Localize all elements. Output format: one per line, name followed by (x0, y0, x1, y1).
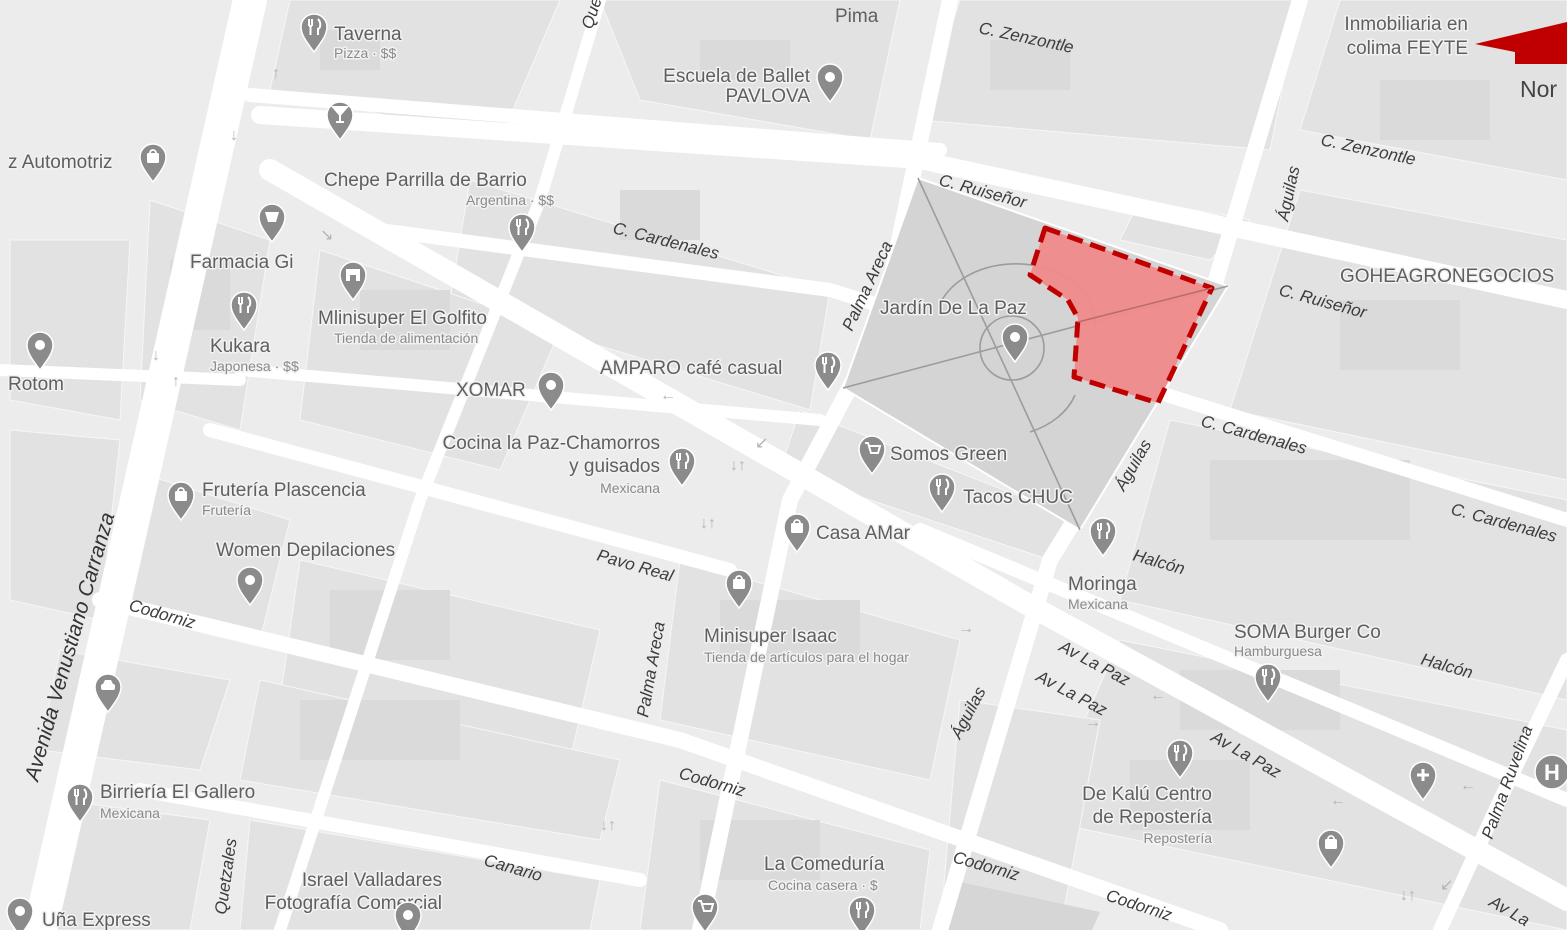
north-label: Nor (1520, 76, 1557, 102)
parcel-path-line (1077, 287, 1213, 323)
svg-text:Uña Express: Uña Express (42, 910, 151, 930)
svg-text:De Kalú Centro: De Kalú Centro (1082, 784, 1212, 805)
poi-una-express[interactable]: Uña Express (6, 897, 152, 930)
svg-text:Inmobiliaria en: Inmobiliaria en (1344, 14, 1468, 35)
svg-text:Farmacia Gi: Farmacia Gi (190, 252, 293, 273)
svg-text:GOHEAGRONEGOCIOS: GOHEAGRONEGOCIOS (1340, 266, 1554, 287)
building-large (945, 882, 1100, 930)
svg-text:←: ← (660, 387, 676, 404)
svg-text:Tienda de artículos para el ho: Tienda de artículos para el hogar (704, 649, 909, 665)
svg-text:de Repostería: de Repostería (1093, 807, 1213, 828)
street-pima: Pima (835, 6, 879, 27)
svg-text:SOMA Burger Co: SOMA Burger Co (1234, 622, 1381, 643)
poi-taverna[interactable]: Taverna Pizza · $$ (300, 13, 404, 63)
svg-text:→: → (958, 620, 974, 637)
poi-soma-burger[interactable]: SOMA Burger Co Hamburguesa (1233, 621, 1382, 703)
svg-text:PAVLOVA: PAVLOVA (726, 86, 811, 107)
svg-text:H: H (1544, 760, 1560, 785)
svg-text:Somos Green: Somos Green (890, 444, 1007, 465)
poi-amparo[interactable]: AMPARO café casual (599, 351, 842, 391)
svg-text:colima FEYTE: colima FEYTE (1347, 38, 1468, 59)
svg-text:↑: ↑ (272, 65, 280, 82)
svg-text:↑: ↑ (172, 373, 180, 390)
svg-text:z Automotriz: z Automotriz (8, 152, 113, 173)
svg-text:↓↑: ↓↑ (600, 817, 616, 834)
hospital-icon[interactable]: H (1534, 754, 1567, 790)
poi-rotom[interactable]: Rotom (7, 331, 65, 397)
svg-text:←: ← (1330, 792, 1346, 809)
poi-automotriz[interactable]: z Automotriz (7, 143, 167, 183)
poi-farmacia[interactable]: Farmacia Gi (189, 203, 295, 275)
svg-text:↓↑: ↓↑ (1400, 887, 1416, 904)
svg-text:Frutería: Frutería (202, 502, 251, 518)
svg-text:Hamburguesa: Hamburguesa (1234, 643, 1322, 659)
poi-moringa[interactable]: Moringa Mexicana (1067, 517, 1139, 614)
svg-text:Mexicana: Mexicana (100, 805, 160, 821)
poi-de-kalu[interactable]: De Kalú Centro de Repostería Repostería (1081, 739, 1214, 848)
svg-text:↓↑: ↓↑ (700, 515, 716, 532)
svg-text:Cocina la Paz-Chamorros: Cocina la Paz-Chamorros (442, 433, 660, 454)
svg-text:Repostería: Repostería (1144, 830, 1213, 846)
poi-women-depilaciones[interactable]: Women Depilaciones (215, 539, 397, 606)
svg-text:Birriería El Gallero: Birriería El Gallero (100, 782, 255, 803)
svg-text:Japonesa · $$: Japonesa · $$ (210, 358, 299, 374)
svg-text:↙: ↙ (1440, 877, 1453, 894)
svg-text:→: → (1085, 714, 1101, 731)
svg-text:←: ← (1460, 777, 1476, 794)
poi-minisuper-isaac[interactable]: Minisuper Isaac Tienda de artículos para… (703, 569, 911, 667)
place-pin-icon[interactable] (394, 901, 422, 930)
svg-text:Taverna: Taverna (334, 24, 402, 45)
svg-text:Escuela de Ballet: Escuela de Ballet (663, 66, 811, 87)
poi-xomar[interactable]: XOMAR (455, 371, 565, 411)
svg-text:Tacos CHUC: Tacos CHUC (963, 487, 1073, 508)
highlighted-parcel[interactable] (1027, 225, 1215, 406)
svg-text:Rotom: Rotom (8, 374, 64, 395)
svg-text:←: ← (1150, 687, 1166, 704)
poi-escuela-ballet[interactable]: Escuela de Ballet PAVLOVA (662, 63, 844, 109)
poi-la-comeduria[interactable]: La Comeduría Cocina casera · $ (691, 853, 886, 930)
svg-text:La Comeduría: La Comeduría (764, 854, 885, 875)
svg-text:Mexicana: Mexicana (1068, 596, 1128, 612)
poi-tacos-chuc[interactable]: Tacos CHUC (928, 473, 1074, 513)
svg-text:Argentina · $$: Argentina · $$ (466, 192, 554, 208)
poi-somos-green[interactable]: Somos Green (858, 435, 1009, 475)
svg-text:Pizza · $$: Pizza · $$ (334, 45, 396, 61)
poi-minisuper-golfito[interactable]: Mlinisuper El Golfito Tienda de alimenta… (317, 261, 488, 348)
svg-text:y guisados: y guisados (569, 456, 660, 477)
svg-text:Kukara: Kukara (210, 336, 271, 357)
svg-text:Mlinisuper El Golfito: Mlinisuper El Golfito (318, 308, 487, 329)
svg-text:Frutería Plascencia: Frutería Plascencia (202, 480, 366, 501)
poi-birrieria[interactable]: Birriería El Gallero Mexicana (66, 781, 257, 823)
svg-text:↓↑: ↓↑ (730, 457, 746, 474)
svg-text:Tienda de alimentación: Tienda de alimentación (334, 330, 478, 346)
svg-text:↓: ↓ (230, 127, 238, 144)
park-label: Jardín De La Paz (880, 298, 1027, 319)
svg-text:Women Depilaciones: Women Depilaciones (216, 540, 395, 561)
poi-inmobiliaria[interactable]: Inmobiliaria en colima FEYTE (1343, 13, 1470, 61)
svg-text:↓: ↓ (152, 347, 160, 364)
poi-goheagronegocios[interactable]: GOHEAGRONEGOCIOS (1339, 265, 1556, 289)
north-arrow: Nor (1475, 22, 1567, 102)
svg-text:↙: ↙ (755, 435, 768, 452)
svg-text:XOMAR: XOMAR (456, 380, 526, 401)
svg-text:↘: ↘ (320, 227, 333, 244)
direction-arrows: ↑ ↓ ↘ ↓ ↑ ← ↙ ↓↑ ↓↑ → ← → ← ← ↓↑ ↙ ↓↑ (152, 65, 1476, 904)
poi-cocina-la-paz[interactable]: Cocina la Paz-Chamorros y guisados Mexic… (441, 432, 696, 498)
poi-chepe[interactable]: Chepe Parrilla de Barrio Argentina · $$ (323, 169, 556, 253)
svg-text:Moringa: Moringa (1068, 574, 1137, 595)
poi-kukara[interactable]: Kukara Japonesa · $$ (209, 291, 300, 376)
svg-text:Mexicana: Mexicana (600, 480, 660, 496)
poi-fruteria[interactable]: Frutería Plascencia Frutería (167, 479, 368, 521)
poi-casa-amar[interactable]: Casa AMar (783, 513, 912, 553)
svg-text:Casa AMar: Casa AMar (816, 523, 911, 544)
svg-text:AMPARO café casual: AMPARO café casual (600, 358, 782, 379)
svg-text:Cocina casera · $: Cocina casera · $ (768, 877, 878, 893)
svg-text:Israel Valladares: Israel Valladares (302, 870, 442, 891)
svg-text:Minisuper Isaac: Minisuper Isaac (704, 626, 837, 647)
svg-text:Chepe Parrilla de Barrio: Chepe Parrilla de Barrio (324, 170, 527, 191)
